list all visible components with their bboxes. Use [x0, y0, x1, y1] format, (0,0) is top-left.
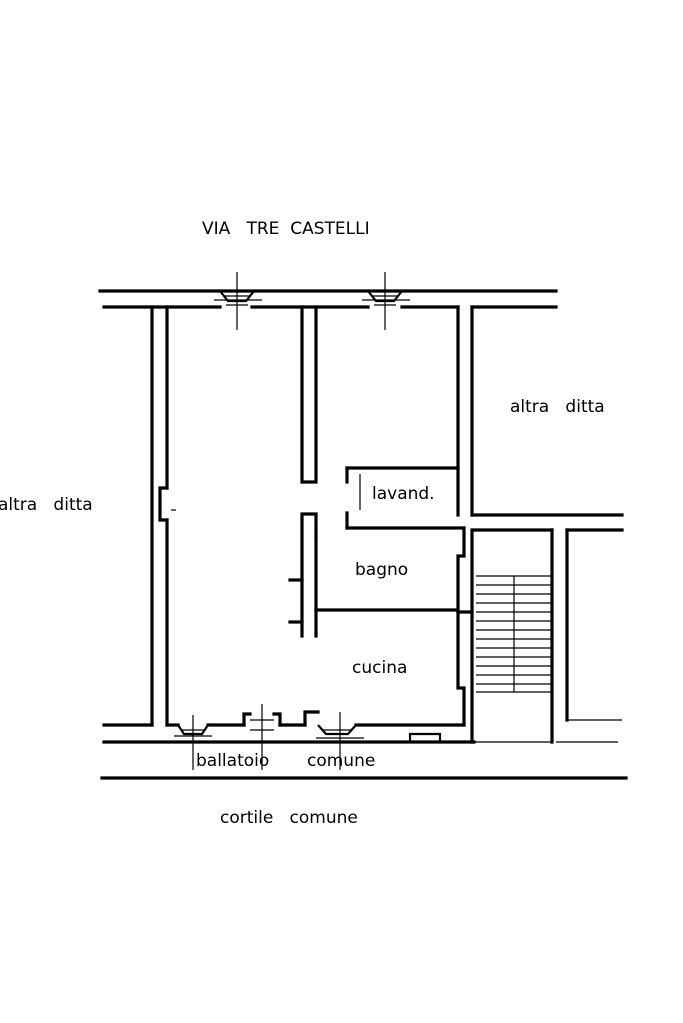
- central-partition: [300, 305, 318, 484]
- balcony-label-left: ballatoio: [196, 751, 269, 771]
- left-party-wall: [102, 305, 176, 727]
- window-balcony-left: [174, 715, 212, 770]
- neighbor-right-label: altra ditta: [510, 397, 605, 417]
- street-label: VIA TRE CASTELLI: [202, 219, 370, 239]
- kitchen-label: cucina: [352, 658, 407, 678]
- bottom-outer-wall: [102, 710, 476, 744]
- bathroom-label: bagno: [355, 560, 408, 580]
- right-adjacent-room: [556, 528, 624, 743]
- right-unit-wall: [456, 305, 624, 517]
- window-balcony-right: [316, 712, 364, 770]
- top-outer-wall: [98, 289, 558, 309]
- bathroom-walls: [288, 512, 466, 638]
- laundry-walls: [345, 466, 466, 530]
- window-street-left: [214, 272, 262, 330]
- laundry-label: lavand.: [372, 484, 435, 504]
- stair-treads: [476, 575, 552, 693]
- window-street-right: [362, 272, 410, 330]
- balcony-label-right: comune: [307, 751, 375, 771]
- kitchen-walls: [456, 610, 474, 727]
- courtyard-label: cortile comune: [220, 808, 358, 828]
- neighbor-left-label: altra ditta: [0, 495, 93, 515]
- stairwell: [470, 528, 554, 744]
- door-balcony-center: [250, 704, 274, 770]
